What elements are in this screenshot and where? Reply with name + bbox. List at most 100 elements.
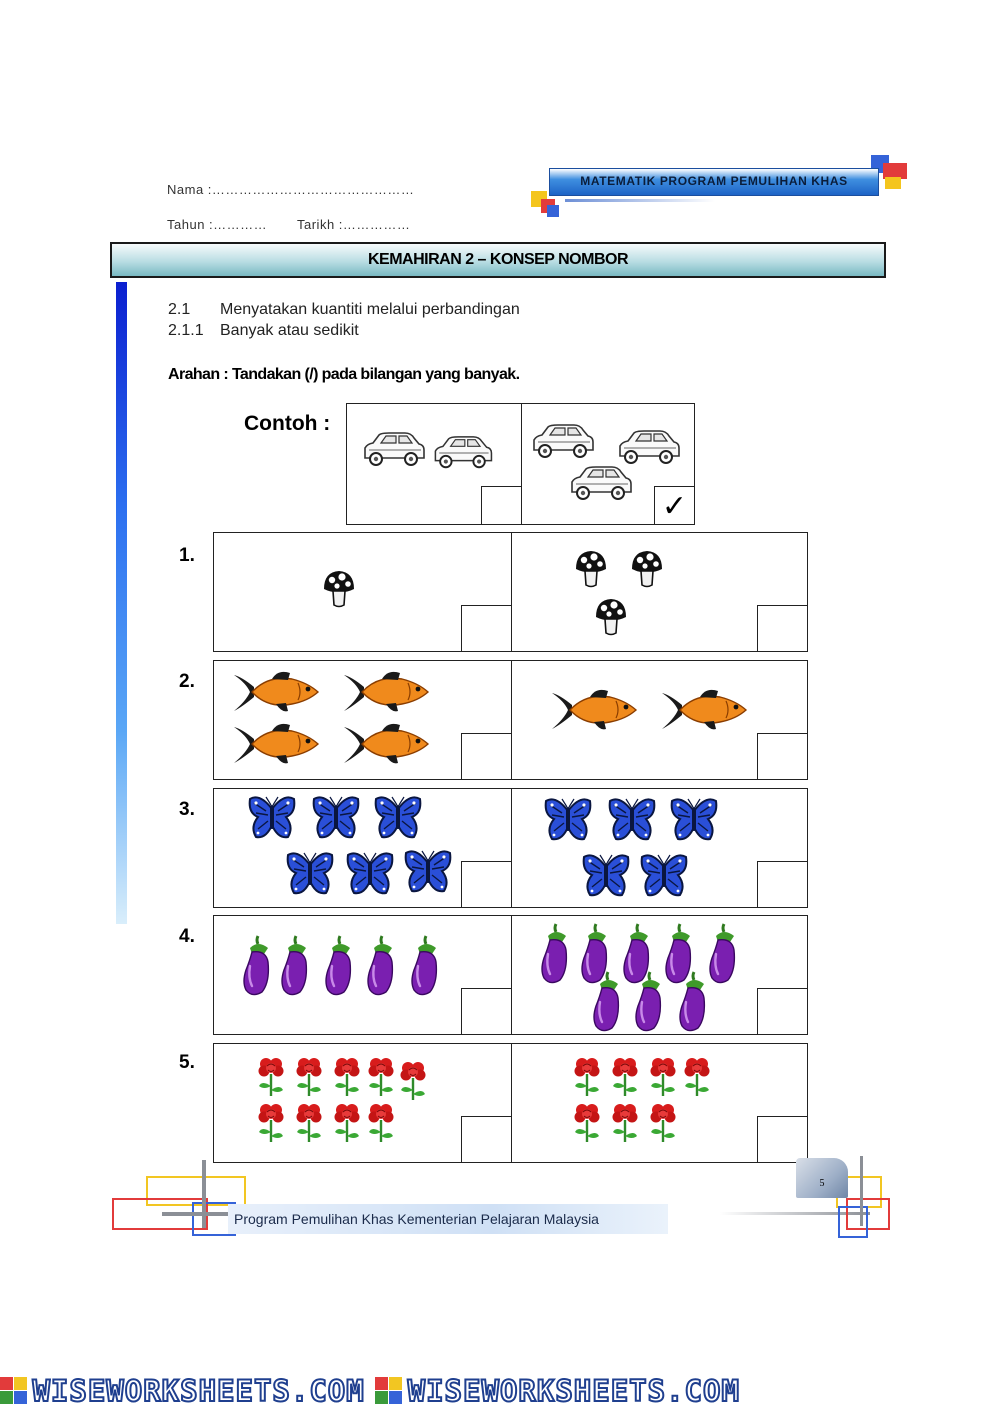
butterfly-icon [544,797,592,843]
question-5-right-cell [511,1044,807,1162]
decor-square [885,177,901,189]
decor-line [162,1212,282,1216]
question-2-left-tick-box[interactable] [461,733,511,779]
flower-icon [572,1102,602,1144]
decor-frame [838,1206,868,1238]
flower-icon [648,1056,678,1098]
instruction: Arahan : Tandakan (/) pada bilangan yang… [168,366,520,383]
question-row-1 [213,532,808,652]
butterfly-icon [404,849,452,895]
flower-icon [332,1056,362,1098]
car-icon [359,430,427,470]
question-number: 3. [179,799,195,820]
name-field-label: Nama :……………………………………… [167,182,415,197]
question-2-right-cell [511,661,807,779]
footer-text: Program Pemulihan Khas Kementerian Pelaj… [234,1211,599,1227]
car-icon [429,434,495,472]
question-1-right-tick-box[interactable] [757,605,807,651]
watermark: WISEWORKSHEETS.COM [375,1374,740,1409]
question-1-left-cell [214,533,511,651]
flower-icon [682,1056,712,1098]
objective-text: Banyak atau sedikit [220,322,359,339]
question-4-left-cell [214,916,511,1034]
example-box: ✓ [346,403,695,525]
eggplant-icon [364,934,398,998]
eggplant-icon [240,934,274,998]
decor-line [565,199,715,202]
decor-frame [146,1176,246,1206]
flower-icon [366,1056,396,1098]
fish-icon [342,667,430,717]
fish-icon [232,667,320,717]
question-2-right-tick-box[interactable] [757,733,807,779]
question-number: 4. [179,926,195,947]
question-row-5 [213,1043,808,1163]
butterfly-icon [608,797,656,843]
question-number: 5. [179,1052,195,1073]
decor-frame [846,1198,890,1230]
example-left-cell [347,404,521,524]
question-row-3 [213,788,808,908]
brand-text: MATEMATIK PROGRAM PEMULIHAN KHAS [580,174,848,188]
page-title: KEMAHIRAN 2 – KONSEP NOMBOR [367,251,629,268]
question-number: 2. [179,671,195,692]
objective-text: Menyatakan kuantiti melalui perbandingan [220,301,520,318]
question-5-right-tick-box[interactable] [757,1116,807,1162]
date-field-label: Tarikh :…………… [297,217,411,232]
objective-1: 2.1 Menyatakan kuantiti melalui perbandin… [168,301,520,319]
flower-icon [332,1102,362,1144]
question-1-left-tick-box[interactable] [461,605,511,651]
example-left-tick-box[interactable] [481,486,521,524]
title-bar: KEMAHIRAN 2 – KONSEP NOMBOR [110,242,886,278]
question-4-right-tick-box[interactable] [757,988,807,1034]
eggplant-icon [538,922,572,986]
flower-icon [366,1102,396,1144]
flower-icon [648,1102,678,1144]
fish-icon [342,719,430,769]
question-2-left-cell [214,661,511,779]
decor-line [860,1156,863,1226]
eggplant-icon [706,922,740,986]
flower-icon [572,1056,602,1098]
butterfly-icon [670,797,718,843]
butterfly-icon [640,853,688,899]
watermark-strip: WISEWORKSHEETS.COM WISEWORKSHEETS.COM [0,1374,1000,1413]
question-1-right-cell [511,533,807,651]
watermark: WISEWORKSHEETS.COM [0,1374,365,1409]
worksheets-logo-icon [375,1377,403,1405]
fish-icon [232,719,320,769]
flower-icon [294,1056,324,1098]
fish-icon [550,685,638,735]
example-label: Contoh : [244,412,331,435]
mushroom-icon [322,569,356,609]
page-number: 5 [819,1178,825,1189]
question-row-4 [213,915,808,1035]
side-stripe [116,282,127,924]
question-5-left-tick-box[interactable] [461,1116,511,1162]
footer-bar: Program Pemulihan Khas Kementerian Pelaj… [228,1204,668,1234]
eggplant-icon [590,970,624,1034]
eggplant-icon [676,970,710,1034]
flower-icon [256,1102,286,1144]
butterfly-icon [582,853,630,899]
brand-bar: MATEMATIK PROGRAM PEMULIHAN KHAS [549,168,879,196]
flower-icon [398,1060,428,1102]
question-5-left-cell [214,1044,511,1162]
fish-icon [660,685,748,735]
decor-square [547,205,559,217]
butterfly-icon [248,795,296,841]
watermark-text: WISEWORKSHEETS.COM [31,1374,365,1409]
eggplant-icon [322,934,356,998]
question-3-left-tick-box[interactable] [461,861,511,907]
check-mark: ✓ [661,489,688,524]
year-field-label: Tahun :………… [167,217,268,232]
example-right-tick-box[interactable]: ✓ [654,486,694,524]
brand-banner: MATEMATIK PROGRAM PEMULIHAN KHAS [525,155,910,220]
mushroom-icon [594,597,628,637]
question-4-left-tick-box[interactable] [461,988,511,1034]
mushroom-icon [574,549,608,589]
objective-number: 2.1 [168,301,191,318]
question-3-right-tick-box[interactable] [757,861,807,907]
butterfly-icon [286,851,334,897]
